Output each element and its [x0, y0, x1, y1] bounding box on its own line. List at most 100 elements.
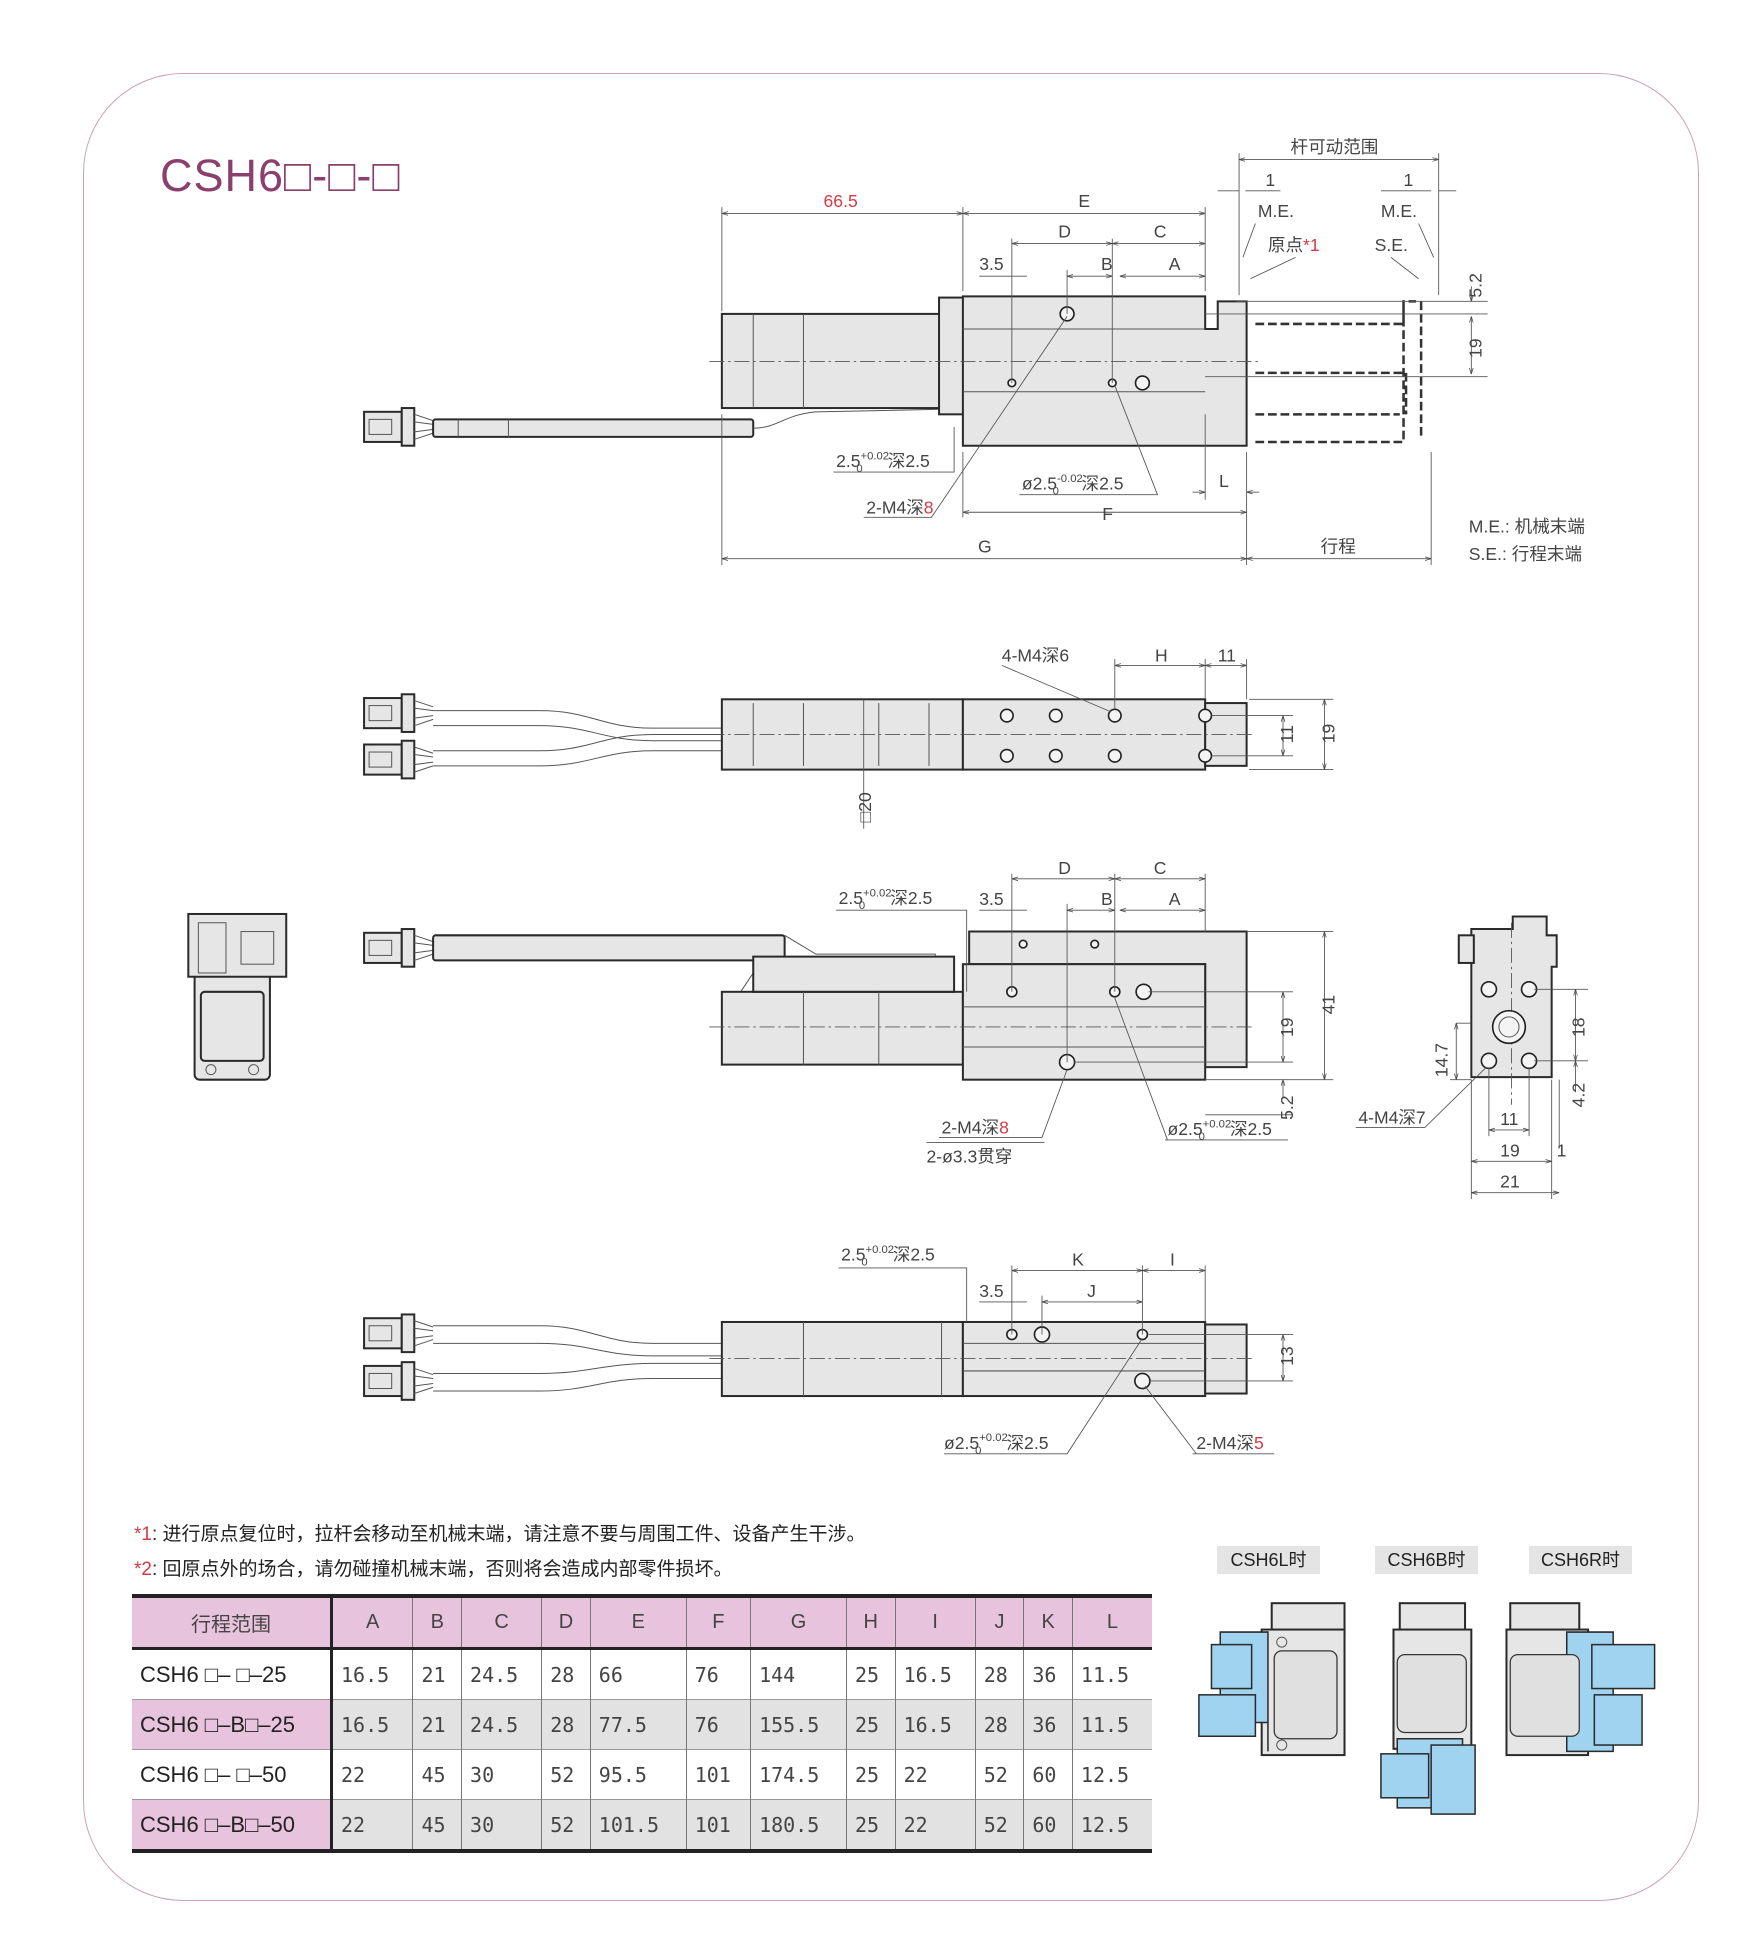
- side-view: 4-M4深6 H 11 11 19 □20: [363, 646, 1338, 829]
- variant-label-b: CSH6B时: [1375, 1546, 1478, 1574]
- model-cell: CSH6 □–B□–25: [132, 1699, 333, 1750]
- m4-callout: 2-M4深8: [866, 498, 933, 518]
- value-cell: 76: [685, 1648, 751, 1700]
- right-end-view: 14.7 18 4.2 11 19 1 21 4-M4深7: [1355, 915, 1588, 1199]
- dim-3-5: 3.5: [979, 254, 1004, 274]
- top-view: 66.5 E D C 3.5 B A 杆可动范围 1 1 M.E. 原点*1 M…: [363, 137, 1585, 565]
- dim-13: 13: [1277, 1346, 1297, 1366]
- header-col-j: J: [974, 1596, 1024, 1650]
- value-cell: 21: [412, 1699, 462, 1750]
- dim-18: 18: [1568, 1017, 1588, 1037]
- front-dim-5-2: 5.2: [1277, 1095, 1297, 1119]
- value-cell: 25: [845, 1749, 896, 1800]
- front-dim-a: A: [1169, 889, 1181, 909]
- dim-11: 11: [1218, 646, 1236, 666]
- dim-b: B: [1101, 254, 1113, 274]
- dim-square-20: □20: [855, 792, 875, 822]
- value-cell: 66: [589, 1648, 687, 1700]
- end-m4-callout: 4-M4深7: [1358, 1108, 1425, 1128]
- left-end-view: [187, 912, 288, 1081]
- stroke-label: 行程: [1321, 536, 1356, 556]
- value-cell: 30: [461, 1749, 542, 1800]
- legend-se: S.E.: 行程末端: [1469, 544, 1582, 564]
- value-cell: 36: [1023, 1648, 1073, 1700]
- value-cell: 25: [845, 1699, 896, 1750]
- value-cell: 52: [974, 1749, 1024, 1800]
- header-col-c: C: [461, 1596, 542, 1650]
- header-col-b: B: [412, 1596, 462, 1650]
- value-cell: 180.5: [750, 1799, 847, 1851]
- value-cell: 16.5: [330, 1699, 413, 1750]
- value-cell: 60: [1023, 1799, 1073, 1851]
- dim-1-left: 1: [1265, 170, 1275, 190]
- value-cell: 155.5: [750, 1699, 847, 1750]
- value-cell: 16.5: [894, 1699, 976, 1750]
- value-cell: 101: [685, 1799, 751, 1851]
- value-cell: 12.5: [1071, 1799, 1152, 1851]
- header-col-i: I: [894, 1596, 976, 1650]
- origin-label: 原点*1: [1268, 235, 1320, 255]
- value-cell: 25: [845, 1648, 896, 1700]
- value-cell: 24.5: [461, 1648, 542, 1700]
- variant-b-image: [1380, 1602, 1476, 1815]
- variant-r-image: [1505, 1602, 1656, 1757]
- value-cell: 28: [541, 1699, 591, 1750]
- value-cell: 144: [750, 1648, 847, 1700]
- me-label-right: M.E.: [1381, 201, 1417, 221]
- dim-h: H: [1155, 646, 1168, 666]
- dim-k: K: [1072, 1249, 1084, 1269]
- note-1-text: : 进行原点复位时，拉杆会移动至机械末端，请注意不要与周围工件、设备产生干涉。: [151, 1524, 866, 1545]
- front-m4-callout: 2-M4深8: [942, 1118, 1009, 1138]
- dim-19: 19: [1465, 338, 1485, 358]
- dim-g: G: [978, 536, 992, 556]
- header-col-k: K: [1023, 1596, 1073, 1650]
- value-cell: 95.5: [589, 1749, 687, 1800]
- dim-4-2: 4.2: [1568, 1083, 1588, 1107]
- page-frame: [83, 73, 1699, 1901]
- end-dim-21: 21: [1500, 1172, 1520, 1192]
- value-cell: 76: [685, 1699, 751, 1750]
- value-cell: 25: [845, 1799, 896, 1851]
- front-dim-d: D: [1058, 858, 1071, 878]
- value-cell: 16.5: [330, 1648, 413, 1700]
- through-hole-callout: 2-ø3.3贯穿: [926, 1147, 1012, 1167]
- value-cell: 52: [974, 1799, 1024, 1851]
- variant-label-r: CSH6R时: [1529, 1546, 1632, 1574]
- dim-e: E: [1078, 191, 1090, 211]
- value-cell: 45: [412, 1749, 462, 1800]
- value-cell: 77.5: [589, 1699, 687, 1750]
- dim-f: F: [1102, 504, 1113, 524]
- value-cell: 28: [974, 1648, 1024, 1700]
- header-col-d: D: [541, 1596, 591, 1650]
- front-dim-19: 19: [1277, 1017, 1297, 1037]
- value-cell: 101.5: [589, 1799, 687, 1851]
- note-2-text: : 回原点外的场合，请勿碰撞机械末端，否则将会造成内部零件损坏。: [151, 1559, 733, 1580]
- value-cell: 174.5: [750, 1749, 847, 1800]
- value-cell: 22: [330, 1749, 413, 1800]
- variant-label-l: CSH6L时: [1217, 1546, 1320, 1574]
- dim-19-vertical: 19: [1318, 724, 1338, 744]
- value-cell: 12.5: [1071, 1749, 1152, 1800]
- header-col-l: L: [1071, 1596, 1152, 1650]
- dim-d: D: [1058, 221, 1071, 241]
- front-dim-3-5: 3.5: [979, 889, 1004, 909]
- mounting-holes: [999, 708, 1213, 763]
- dim-l: L: [1219, 471, 1229, 491]
- header-col-g: G: [750, 1596, 847, 1650]
- value-cell: 22: [330, 1799, 413, 1851]
- value-cell: 24.5: [461, 1699, 542, 1750]
- se-label: S.E.: [1375, 235, 1408, 255]
- dim-j: J: [1087, 1281, 1096, 1301]
- note-1: *1: 进行原点复位时，拉杆会移动至机械末端，请注意不要与周围工件、设备产生干涉…: [134, 1519, 866, 1546]
- dim-11-vertical: 11: [1277, 725, 1297, 743]
- value-cell: 28: [974, 1699, 1024, 1750]
